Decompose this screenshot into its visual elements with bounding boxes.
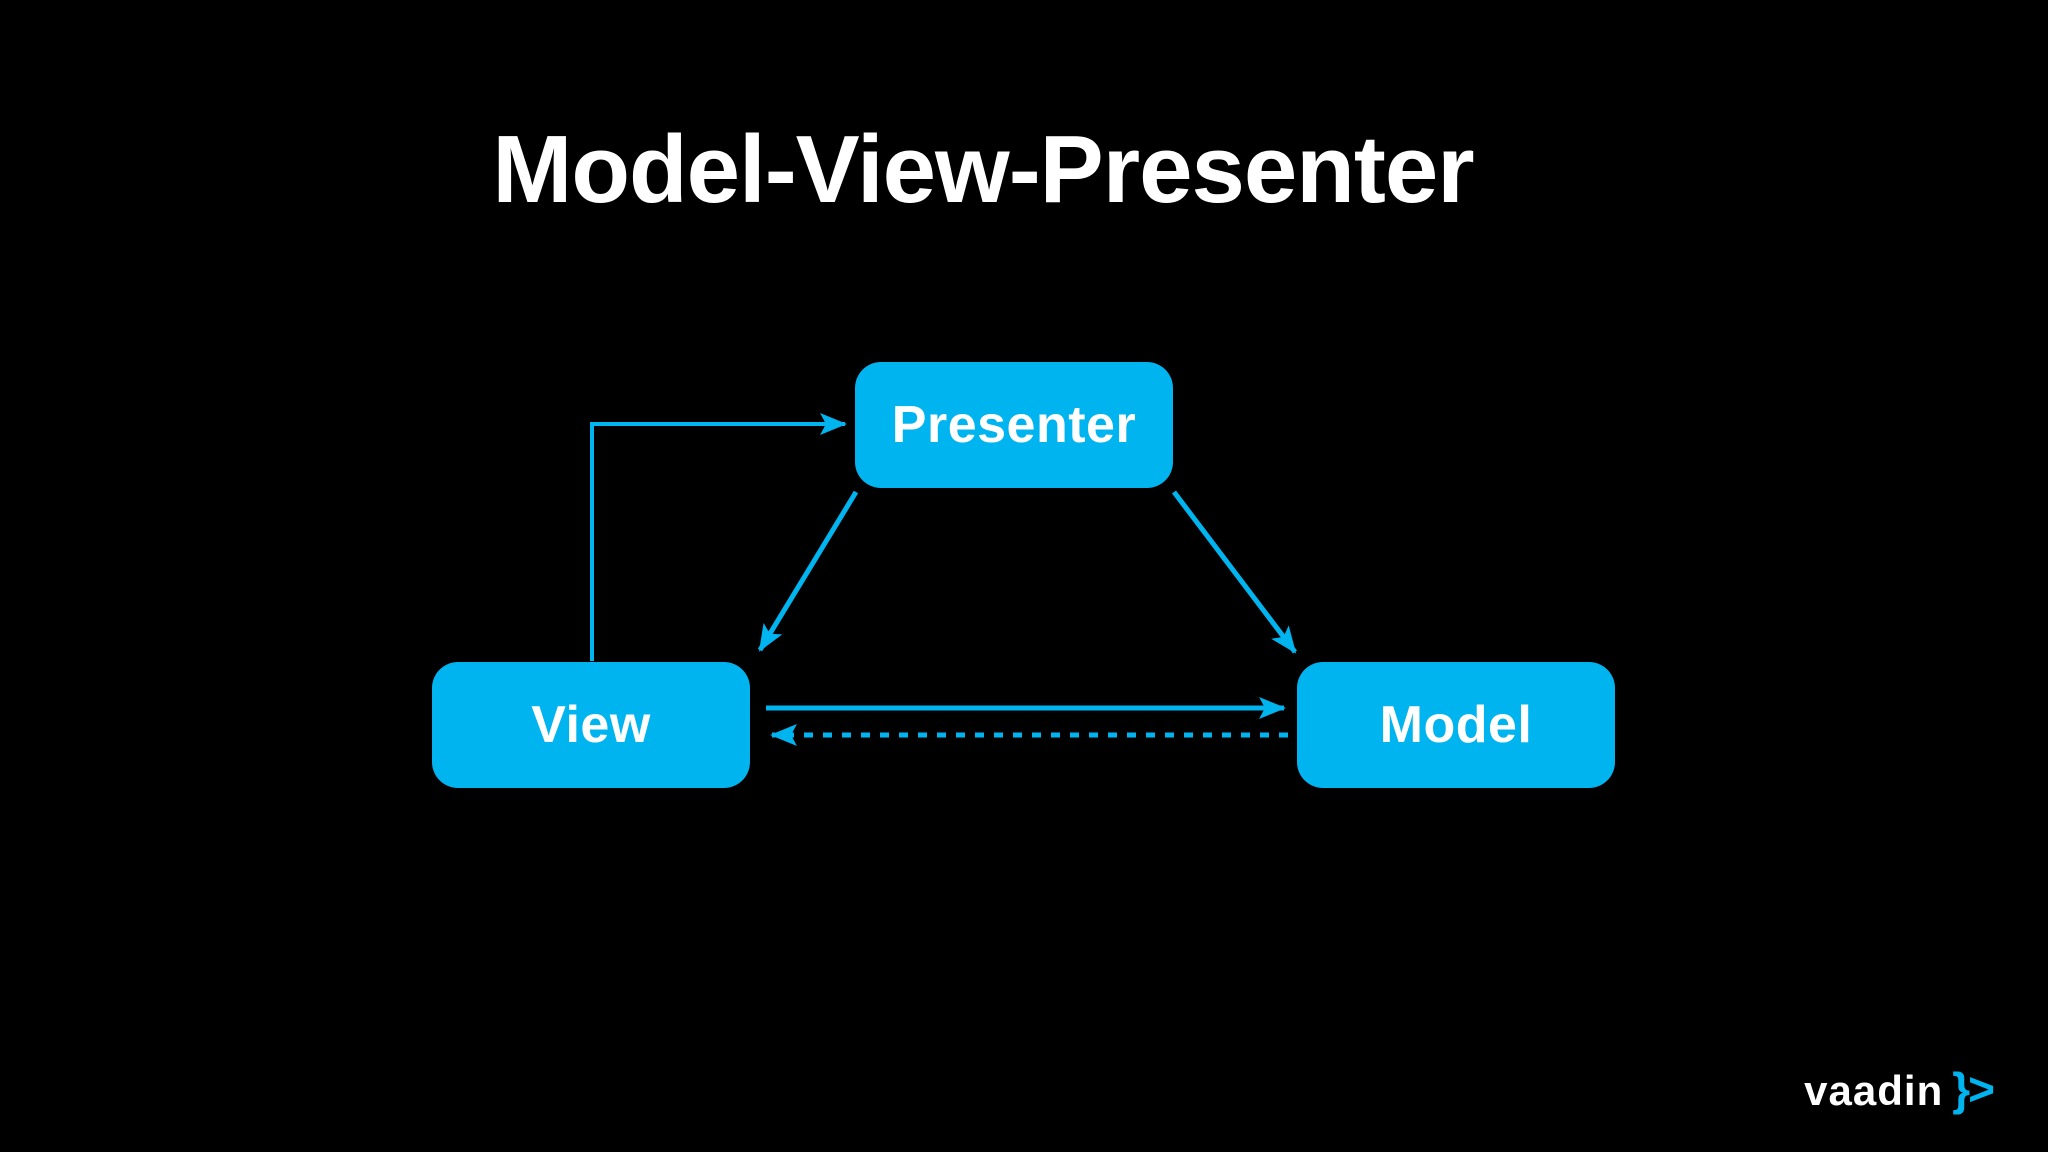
vaadin-chevron-icon: }> — [1952, 1063, 1995, 1115]
node-view: View — [432, 662, 750, 788]
node-model-label: Model — [1379, 696, 1533, 754]
slide-title: Model-View-Presenter — [492, 116, 1474, 223]
node-view-label: View — [531, 696, 651, 754]
vaadin-logo-text: vaadin — [1804, 1067, 1944, 1114]
edge-presenter-to-view — [757, 490, 859, 652]
edge-view-to-presenter — [590, 413, 847, 661]
node-presenter-label: Presenter — [891, 396, 1137, 454]
node-presenter: Presenter — [855, 362, 1173, 488]
vaadin-logo: vaadin }> — [1804, 1063, 1995, 1115]
node-model: Model — [1297, 662, 1615, 788]
edge-presenter-to-model — [1172, 490, 1297, 654]
